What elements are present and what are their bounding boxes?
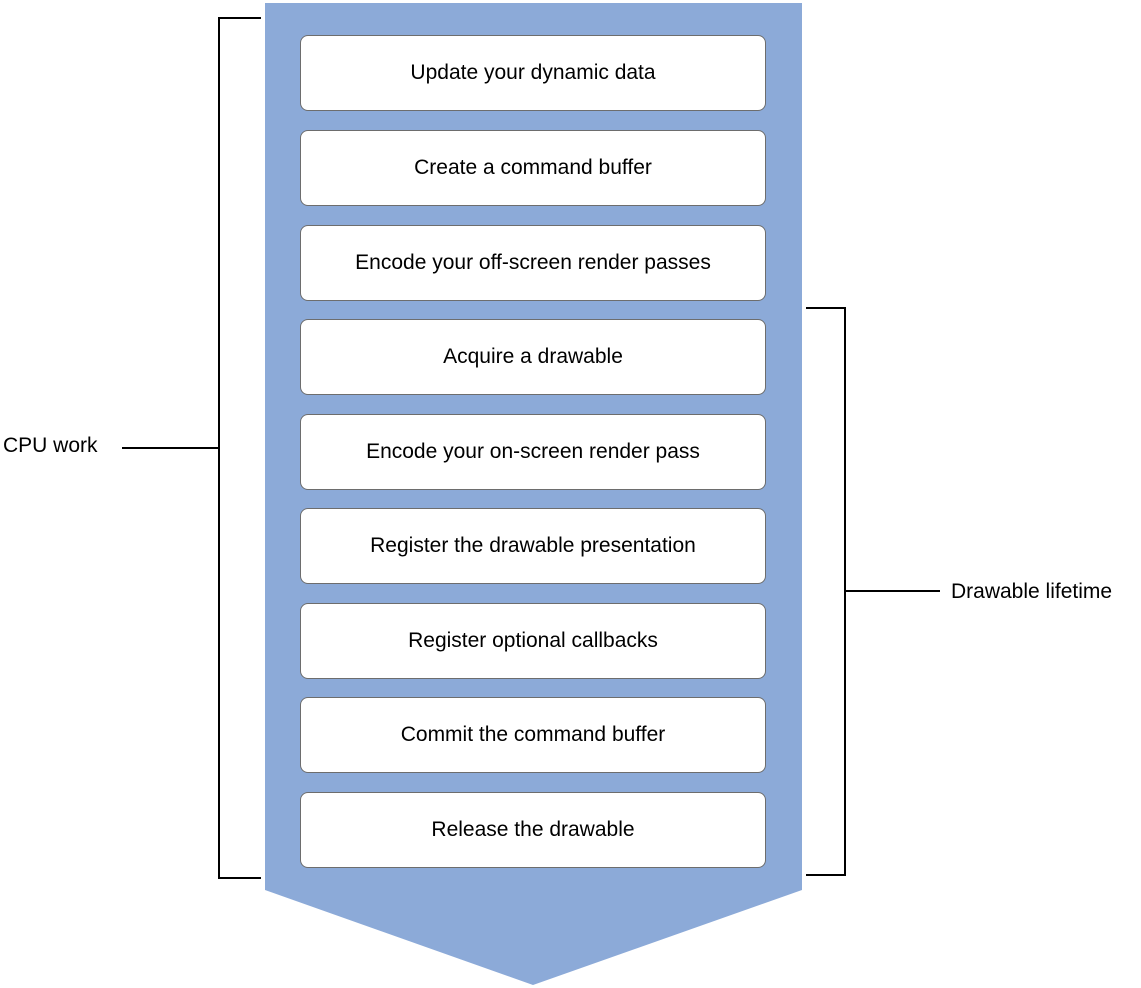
step-register-presentation: Register the drawable presentation (300, 508, 766, 584)
step-acquire-drawable: Acquire a drawable (300, 319, 766, 395)
step-label: Register optional callbacks (408, 629, 658, 652)
step-encode-onscreen-pass: Encode your on-screen render pass (300, 414, 766, 490)
step-label: Encode your on-screen render pass (366, 440, 700, 463)
step-label: Acquire a drawable (443, 345, 623, 368)
step-create-command-buffer: Create a command buffer (300, 130, 766, 206)
step-update-dynamic-data: Update your dynamic data (300, 35, 766, 111)
step-label: Encode your off-screen render passes (355, 251, 711, 274)
step-release-drawable: Release the drawable (300, 792, 766, 868)
cpu-work-bracket (122, 17, 261, 879)
step-commit-command-buffer: Commit the command buffer (300, 697, 766, 773)
step-encode-offscreen-passes: Encode your off-screen render passes (300, 225, 766, 301)
step-label: Release the drawable (431, 818, 635, 841)
step-label: Create a command buffer (414, 156, 652, 179)
step-label: Commit the command buffer (400, 723, 666, 746)
step-label: Update your dynamic data (410, 61, 656, 84)
drawable-lifetime-bracket (806, 307, 940, 876)
step-label: Register the drawable presentation (370, 534, 696, 557)
cpu-work-label: CPU work (3, 434, 98, 457)
step-register-callbacks: Register optional callbacks (300, 603, 766, 679)
drawable-lifetime-label: Drawable lifetime (951, 580, 1113, 603)
